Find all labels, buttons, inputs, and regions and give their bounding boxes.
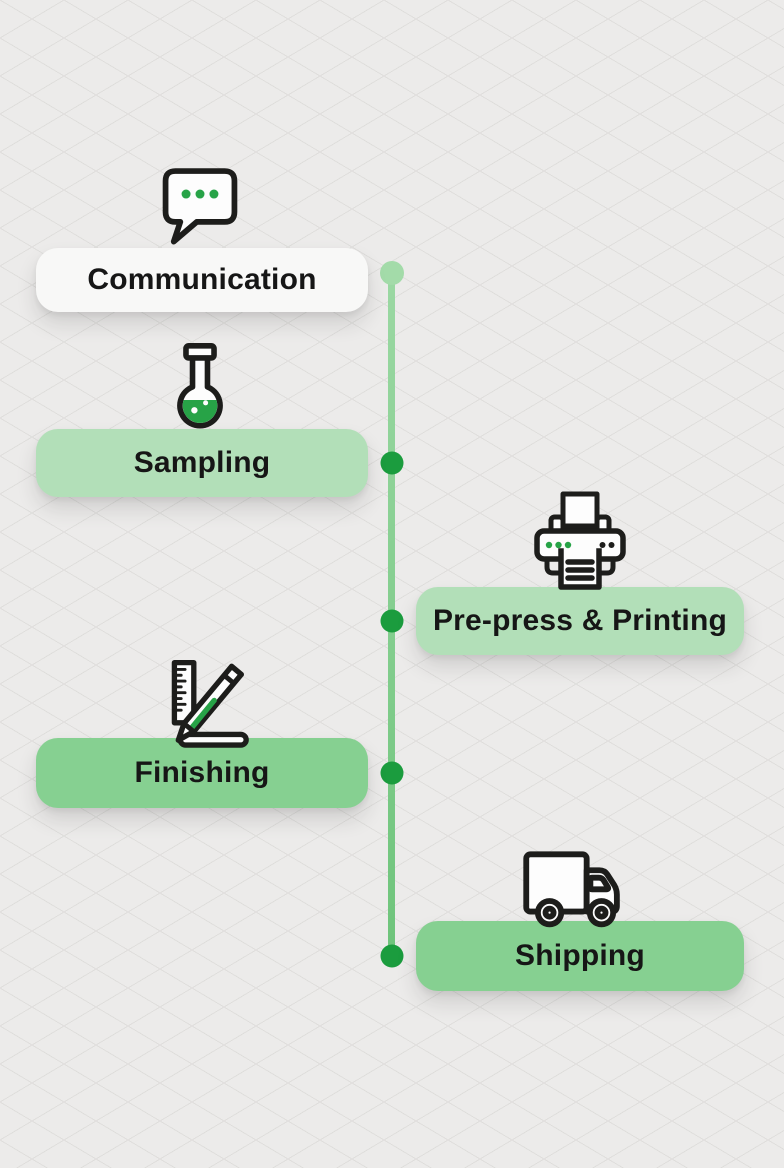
step-pill-prepress: Pre-press & Printing (416, 587, 744, 655)
step-label-sampling: Sampling (133, 446, 271, 479)
chat-icon (159, 166, 241, 250)
printer-icon (530, 491, 630, 596)
step-pill-communication: Communication (36, 248, 368, 312)
timeline-node-sampling (380, 451, 404, 475)
step-label-shipping: Shipping (515, 939, 645, 972)
truck-icon (522, 851, 628, 939)
timeline-node-prepress (380, 609, 404, 633)
step-label-finishing: Finishing (134, 756, 270, 789)
ruler-pencil-icon (155, 651, 252, 753)
step-pill-sampling: Sampling (36, 429, 368, 497)
step-pill-finishing: Finishing (36, 738, 368, 808)
step-label-communication: Communication (87, 263, 317, 296)
timeline-node-shipping (380, 944, 404, 968)
timeline-node-communication (380, 261, 404, 285)
flask-icon (170, 343, 230, 434)
timeline-node-finishing (380, 761, 404, 785)
step-pill-shipping: Shipping (416, 921, 744, 991)
step-label-prepress: Pre-press & Printing (432, 604, 728, 637)
